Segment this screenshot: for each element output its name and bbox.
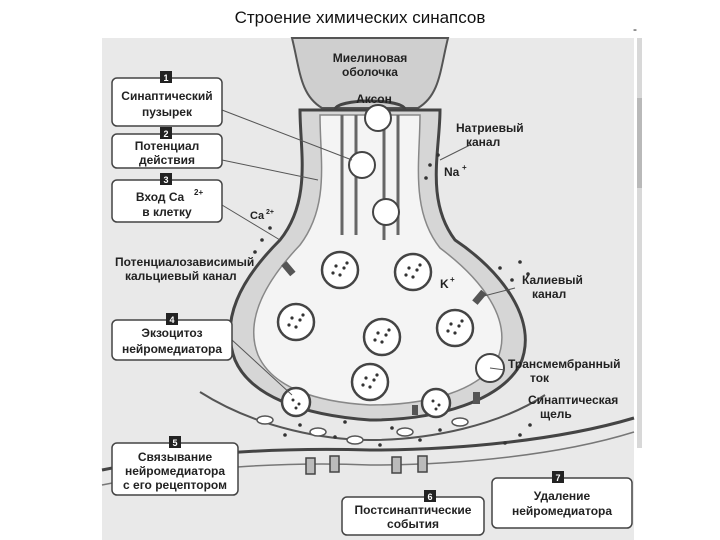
step-6-box: 6 Постсинаптические события [341, 490, 485, 536]
myelin-label-1: Миелиновая [333, 51, 408, 65]
step-5-box: 5 Связывание нейромедиатора с его рецепт… [111, 436, 239, 496]
postsynaptic-receptors [305, 455, 428, 475]
myelin-sheath [290, 37, 450, 109]
step-1-line-2: пузырек [142, 105, 193, 119]
step-7-number: 7 [555, 473, 560, 483]
k-ion-label: K [440, 277, 449, 291]
transmembrane-label-2: ток [530, 371, 550, 385]
cleft-label-1: Синаптическая [528, 393, 618, 407]
step-5-line-1: Связывание [138, 450, 213, 464]
step-1-line-1: Синаптический [121, 89, 212, 103]
step-3-box: 3 Вход Ca 2+ в клетку [111, 173, 223, 223]
step-3-line-2: в клетку [142, 205, 192, 219]
exocytosis-vesicles [280, 386, 452, 419]
synaptic-vesicles [276, 250, 475, 402]
step-4-line-1: Экзоцитоз [141, 326, 202, 340]
ca-superscript: 2+ [266, 209, 274, 216]
step-3-superscript: 2+ [194, 188, 203, 197]
axon-vesicle [372, 198, 400, 226]
step-5-line-3: с его рецептором [123, 478, 227, 492]
k-superscript: + [450, 275, 455, 284]
myelin-label-2: оболочка [342, 65, 398, 79]
voltage-channel-label-2: кальциевый канал [125, 269, 237, 283]
axon-vesicle [364, 104, 392, 132]
step-4-number: 4 [169, 315, 174, 325]
ca-ion-label: Ca [250, 210, 265, 222]
scrollbar-thumb[interactable] [637, 98, 642, 188]
step-3-line-1: Вход Ca [136, 190, 185, 204]
step-6-line-2: события [387, 517, 439, 531]
step-1-number: 1 [163, 73, 168, 83]
sodium-channel-label-2: канал [466, 135, 500, 149]
axon-label: Аксон [356, 92, 392, 106]
voltage-channel-label-1: Потенциалозависимый [115, 255, 254, 269]
axon-top [333, 99, 407, 111]
potassium-channel-label-2: канал [532, 287, 566, 301]
membrane-channels [281, 261, 487, 415]
step-5-number: 5 [172, 438, 177, 448]
step-5-line-2: нейромедиатора [125, 464, 225, 478]
na-ion-label: Na [444, 165, 460, 179]
transmembrane-label-1: Трансмембранный [508, 357, 620, 371]
sodium-channel-label-1: Натриевый [456, 121, 524, 135]
step-3-number: 3 [163, 175, 168, 185]
step-1-box: 1 Синаптический пузырек [111, 71, 223, 127]
step-2-box: 2 Потенциал действия [111, 127, 223, 169]
pointer-lines [221, 109, 516, 396]
neurotransmitter-dots [253, 153, 532, 447]
step-6-line-1: Постсинаптические [355, 503, 472, 517]
step-2-number: 2 [163, 129, 168, 139]
axon-vesicle [348, 151, 376, 179]
cleft-label-2: щель [540, 407, 572, 421]
step-4-box: 4 Экзоцитоз нейромедиатора [111, 313, 233, 361]
potassium-channel-label-1: Калиевый [522, 273, 583, 287]
step-4-line-2: нейромедиатора [122, 342, 222, 356]
page-title: Строение химических синапсов [234, 8, 486, 27]
step-6-number: 6 [427, 492, 432, 502]
step-7-line-2: нейромедиатора [512, 504, 612, 518]
step-7-box: 7 Удаление нейромедиатора [491, 471, 633, 529]
corner-mark: - [633, 22, 637, 36]
na-superscript: + [462, 163, 467, 172]
step-2-line-2: действия [139, 153, 195, 167]
scrollbar[interactable] [637, 38, 642, 448]
step-7-line-1: Удаление [534, 489, 591, 503]
step-2-line-1: Потенциал [135, 139, 200, 153]
cleft-structures [256, 415, 469, 445]
